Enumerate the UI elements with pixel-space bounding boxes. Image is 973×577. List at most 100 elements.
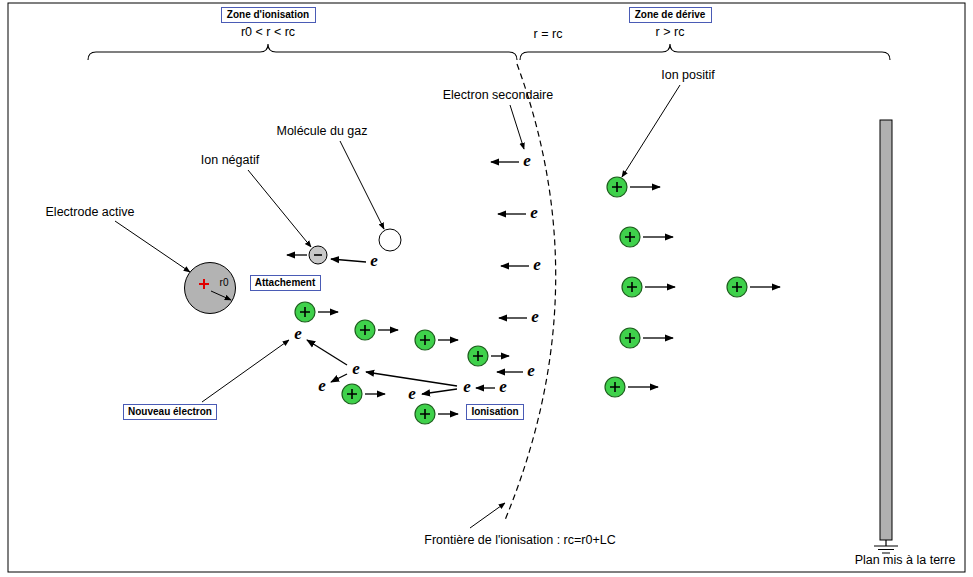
positive-ion (622, 277, 675, 297)
leader-line (115, 221, 190, 272)
positive-ion (378, 329, 398, 330)
electron-symbol: e (370, 252, 378, 269)
boundary-radius: r = rc (534, 27, 563, 42)
positive-ion (620, 227, 673, 247)
ground-label: Plan mis à la terre (855, 553, 956, 568)
electron-symbol: e (527, 362, 535, 379)
positive-ion (438, 339, 458, 340)
positive-ion (622, 277, 642, 297)
ground-plane (880, 120, 892, 540)
negative-ion (309, 246, 327, 264)
positive-ion (300, 307, 310, 317)
positive-ion (605, 377, 625, 397)
leader-line (115, 85, 680, 528)
electron-symbol: e (463, 378, 471, 395)
radius-label: r0 (220, 277, 229, 288)
electron-arrow (476, 387, 495, 388)
positive-ion (625, 333, 635, 343)
electron-arrow (498, 213, 526, 214)
ground-plane (874, 540, 898, 553)
electron-symbol: e (352, 360, 360, 377)
callout-label: Electrode active (46, 205, 135, 220)
electron-symbol: e (294, 325, 302, 342)
leader-line (510, 105, 524, 149)
electron-arrow (497, 371, 523, 372)
electron-arrow (422, 389, 457, 394)
zone-range: r > rc (656, 25, 685, 40)
positive-ion (355, 320, 375, 340)
electron-symbol: e (408, 385, 416, 402)
electron-arrow (491, 161, 519, 162)
electron-symbol: e (533, 256, 541, 273)
electron-arrow (307, 340, 347, 365)
boundary-caption: Frontière de l'ionisation : rc=r0+LC (424, 533, 615, 548)
positive-ion (607, 177, 660, 197)
process-tag: Attachement (250, 275, 321, 291)
zone-tag: Zone d'ionisation (221, 7, 316, 23)
positive-ion (750, 286, 780, 287)
positive-ion (727, 277, 780, 297)
positive-ion (318, 311, 338, 312)
callout-label: Ion positif (661, 68, 715, 83)
leader-line (202, 340, 289, 402)
positive-ion (468, 346, 509, 366)
callout-label: Electron secondaire (443, 88, 553, 103)
process-tag: Nouveau électron (123, 404, 217, 420)
zone-brace (88, 44, 517, 60)
gas-molecule (379, 229, 401, 251)
negative-ion (287, 246, 327, 264)
electron-arrow (501, 265, 529, 266)
positive-ion (610, 382, 620, 392)
positive-ion (607, 177, 627, 197)
zone-range: r0 < r < rc (241, 25, 295, 40)
leader-line (248, 170, 311, 247)
positive-ion (620, 328, 673, 348)
zone-brace (520, 44, 890, 60)
positive-ion (468, 346, 488, 366)
positive-ion (420, 409, 430, 419)
ground-plane (874, 120, 898, 553)
positive-ion (295, 302, 338, 322)
positive-ion (732, 282, 742, 292)
electron-symbol: e (318, 377, 326, 394)
positive-ion (415, 330, 435, 350)
positive-ion (630, 186, 660, 187)
positive-ion (342, 384, 385, 404)
active-electrode: r0 (184, 262, 236, 314)
tag-text: Nouveau électron (128, 406, 212, 418)
positive-ion (438, 413, 458, 414)
callout-label: Ion négatif (201, 153, 259, 168)
positive-ion (727, 277, 747, 297)
positive-polarity (199, 279, 209, 289)
positive-ion (620, 328, 640, 348)
leader-line (622, 85, 680, 177)
positive-ion (415, 404, 435, 424)
electrode-body (185, 263, 236, 314)
figure-frame (8, 3, 965, 572)
gas-molecule (379, 229, 401, 251)
positive-ion (347, 389, 357, 399)
positive-ion (415, 330, 458, 350)
positive-ion (627, 282, 637, 292)
positive-ion (295, 302, 315, 322)
leader-line (340, 141, 384, 229)
electron-symbol: e (530, 204, 538, 221)
electron-symbol: e (531, 308, 539, 325)
positive-ion (645, 286, 675, 287)
positive-ion (360, 325, 370, 335)
tag-text: Zone d'ionisation (227, 9, 310, 21)
electron-arrow (331, 259, 366, 262)
electron-symbol: e (523, 152, 531, 169)
positive-ion (620, 227, 640, 247)
leader-line (470, 503, 505, 528)
positive-ion (355, 320, 398, 340)
electrode-outline (184, 262, 236, 314)
tag-text: Zone de dérive (635, 9, 706, 21)
electron-arrow (307, 162, 529, 394)
positive-ion (612, 182, 622, 192)
ionisation-boundary (505, 64, 556, 520)
electron-arrow (331, 374, 347, 382)
positive-ion (625, 232, 635, 242)
